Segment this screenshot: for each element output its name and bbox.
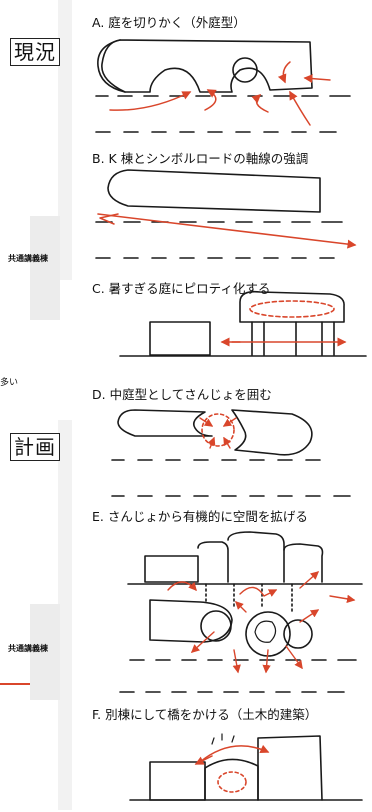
diagram-d [111,409,351,497]
left-strip-block-1 [30,216,60,320]
caption-d: D. 中庭型としてさんじょを囲む [92,387,272,402]
caption-f: F. 別棟にして橋をかける（土木的建築） [92,707,318,722]
left-strip-block-2 [30,604,60,700]
left-strip-top [58,0,72,280]
caption-a: A. 庭を切りかく（外庭型） [92,15,246,30]
caption-b: B. K 棟とシンボルロードの軸線の強調 [92,151,309,166]
left-strip-bottom [58,420,72,810]
diagram-f [129,733,363,801]
caption-e: E. さんじょから有機的に空間を拡げる [92,509,308,524]
diagram-a [95,39,351,133]
fragment-text: 多い [0,378,19,388]
building-label-1: 共通講義棟 [8,254,48,263]
diagram-b [95,169,343,259]
diagram-c [119,290,367,357]
building-label-2: 共通講義棟 [8,644,48,653]
orange-tick [0,683,30,685]
current-label: 現況 [10,38,60,66]
caption-c: C. 暑すぎる庭にピロティ化する [92,281,271,296]
diagram-e [119,531,363,693]
plan-label: 計画 [10,433,60,461]
